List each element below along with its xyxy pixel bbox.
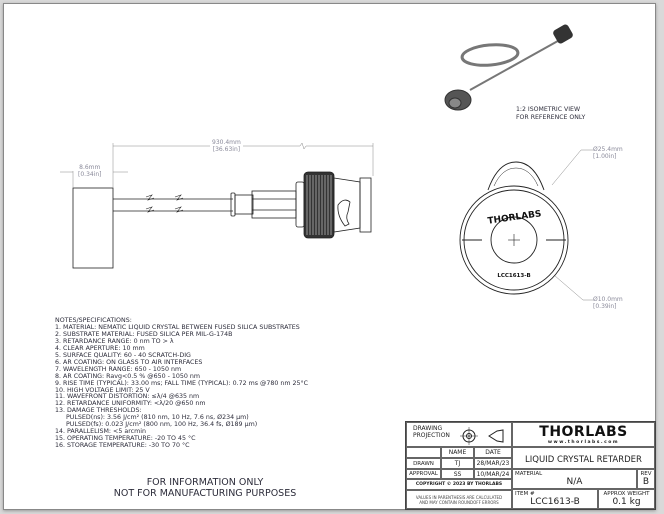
weight-cell: APPROX WEIGHT 0.1 kg xyxy=(598,489,655,509)
note-line: 8. AR COATING: Ravg<0.5 % @650 - 1050 nm xyxy=(55,372,201,380)
length-dimension: 930.4mm[36.63in] xyxy=(210,139,243,153)
note-line: 15. OPERATING TEMPERATURE: -20 TO 45 °C xyxy=(55,435,196,443)
note-line: 6. AR COATING: ON GLASS TO AIR INTERFACE… xyxy=(55,358,203,366)
part-title: LIQUID CRYSTAL RETARDER xyxy=(512,447,655,469)
drawn-name: TJ xyxy=(441,458,474,469)
copyright: COPYRIGHT © 2023 BY THORLABS xyxy=(406,479,512,490)
projection-symbol-icon xyxy=(460,427,504,445)
approval-label: APPROVAL xyxy=(406,469,441,479)
note-line: PULSED(ns): 3.56 J/cm² (810 nm, 10 Hz, 7… xyxy=(66,414,249,422)
drawn-label: DRAWN xyxy=(406,458,441,469)
note-line: 5. SURFACE QUALITY: 60 - 40 SCRATCH-DIG xyxy=(55,351,191,359)
note-line: 3. RETARDANCE RANGE: 0 nm TO > λ xyxy=(55,337,174,345)
notes-title: NOTES/SPECIFICATIONS: xyxy=(55,317,132,324)
note-line: 14. PARALLELISM: <5 arcmin xyxy=(55,428,146,436)
thorlabs-logo: THORLABS www.thorlabs.com xyxy=(512,422,655,447)
note-line: 10. HIGH VOLTAGE LIMIT: 25 V xyxy=(55,386,150,394)
rev-cell: REV B xyxy=(637,469,655,489)
front-view: THORLABS LCC1613-B xyxy=(459,161,569,295)
note-line: 13. DAMAGE THRESHOLDS: xyxy=(55,407,142,415)
dimension-lines xyxy=(60,142,593,301)
material-cell: MATERIAL N/A xyxy=(512,469,637,489)
note-line: 4. CLEAR APERTURE: 10 mm xyxy=(55,344,145,352)
approval-date: 10/MAR/24 xyxy=(474,469,512,479)
note-line: 12. RETARDANCE UNIFORMITY: <λ/20 @650 nm xyxy=(55,400,206,408)
note-line: 9. RISE TIME (TYPICAL): 33.00 ms; FALL T… xyxy=(55,379,309,387)
note-line: 11. WAVEFRONT DISTORTION: ≤λ/4 @635 nm xyxy=(55,393,200,401)
outer-diameter-dimension: Ø25.4mm[1.00in] xyxy=(593,146,623,160)
face-part-number: LCC1613-B xyxy=(497,273,530,279)
approval-name: SS xyxy=(441,469,474,479)
title-block: DRAWING PROJECTION NAME DATE DRAWN TJ 28… xyxy=(405,421,656,510)
thickness-dimension: 8.6mm[0.34in] xyxy=(78,164,102,178)
date-header: DATE xyxy=(474,447,512,458)
note-line: 16. STORAGE TEMPERATURE: -30 TO 70 °C xyxy=(55,442,190,450)
item-cell: ITEM # LCC1613-B xyxy=(512,489,598,509)
note-line: 1. MATERIAL: NEMATIC LIQUID CRYSTAL BETW… xyxy=(55,323,300,331)
aperture-dimension: Ø10.0mm[0.39in] xyxy=(593,296,623,310)
isometric-view xyxy=(444,24,573,111)
note-line: PULSED(fs): 0.023 J/cm² (800 nm, 100 Hz,… xyxy=(66,421,258,429)
projection-cell: DRAWING PROJECTION xyxy=(406,422,512,447)
side-view xyxy=(72,171,372,269)
notes-specifications: NOTES/SPECIFICATIONS: 1. MATERIAL: NEMAT… xyxy=(55,317,309,450)
drawn-date: 28/MAR/23 xyxy=(474,458,512,469)
name-header: NAME xyxy=(441,447,474,458)
note-line: 2. SUBSTRATE MATERIAL: FUSED SILICA PER … xyxy=(55,330,233,338)
note-line: 7. WAVELENGTH RANGE: 650 - 1050 nm xyxy=(55,365,182,373)
